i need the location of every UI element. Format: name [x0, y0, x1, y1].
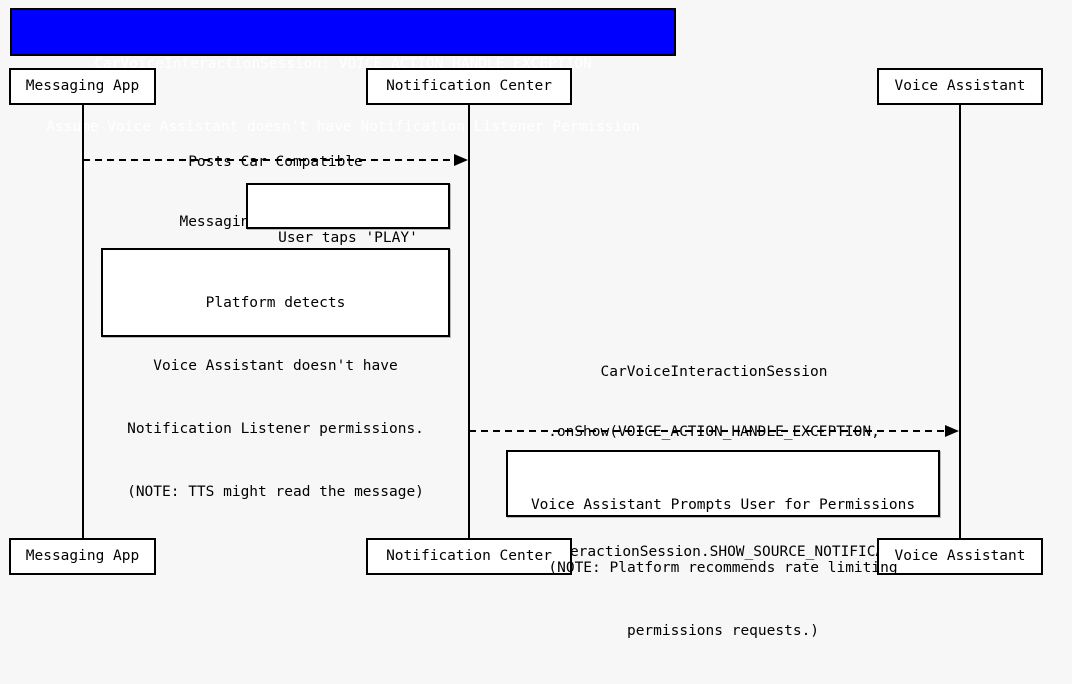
participant-messaging-app-bottom[interactable]: Messaging App — [9, 538, 156, 575]
message-label-on-show-line-1: CarVoiceInteractionSession — [600, 364, 828, 380]
participant-notification-center-bottom[interactable]: Notification Center — [366, 538, 572, 575]
note-prompts-user-line-3: permissions requests.) — [626, 623, 820, 639]
note-platform-detects: Platform detects Voice Assistant doesn't… — [101, 248, 450, 500]
message-label-on-show-line-4: VoiceInteractionSession.SHOW_SOURCE_NOTI… — [500, 544, 928, 560]
note-prompts-user-line-1: Voice Assistant Prompts User for Permiss… — [530, 497, 916, 513]
lifeline-notification-center — [468, 104, 470, 538]
note-prompts-user: Voice Assistant Prompts User for Permiss… — [506, 450, 940, 639]
lifeline-voice-assistant — [959, 104, 961, 538]
note-platform-detects-line-2: Voice Assistant doesn't have — [153, 358, 398, 374]
message-label-post-notification-line-1: Posts Car Compatible — [188, 154, 363, 170]
diagram-title-line-2: Assume Voice Assistant doesn't have Noti… — [46, 119, 640, 135]
note-user-taps-play-line-1: User taps 'PLAY' — [278, 230, 418, 246]
note-platform-detects-line-4: (NOTE: TTS might read the message) — [127, 484, 424, 500]
note-user-taps-play: User taps 'PLAY' on Msg Notification — [246, 183, 450, 309]
participant-voice-assistant-bottom[interactable]: Voice Assistant — [877, 538, 1043, 575]
participant-messaging-app-top[interactable]: Messaging App — [9, 68, 156, 105]
note-platform-detects-line-3: Notification Listener permissions. — [127, 421, 424, 437]
participant-voice-assistant-top[interactable]: Voice Assistant — [877, 68, 1043, 105]
message-label-on-show-line-2: .onShow(VOICE_ACTION_HANDLE_EXCEPTION, — [548, 424, 880, 440]
message-arrow-on-show — [469, 425, 959, 437]
message-arrow-post-notification — [83, 154, 468, 166]
note-prompts-user-line-2: (NOTE: Platform recommends rate limiting — [548, 560, 898, 576]
note-platform-detects-line-1: Platform detects — [205, 295, 346, 311]
lifeline-messaging-app — [82, 104, 84, 538]
diagram-title-banner: CarVoiceInteractionSession: VOICE_ACTION… — [10, 8, 676, 135]
sequence-diagram-canvas: CarVoiceInteractionSession: VOICE_ACTION… — [9, 8, 1043, 639]
participant-notification-center-top[interactable]: Notification Center — [366, 68, 572, 105]
